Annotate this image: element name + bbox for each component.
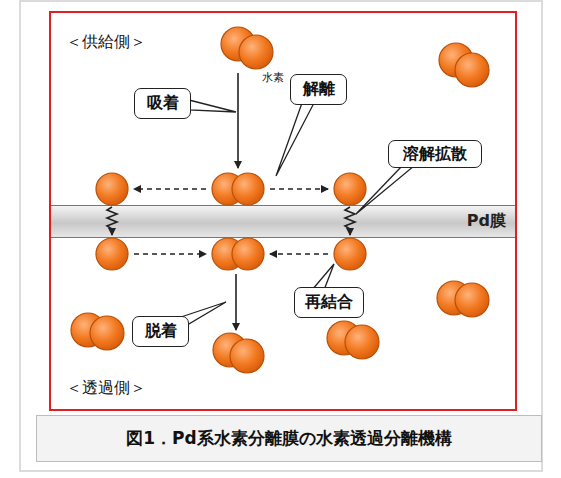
atom <box>232 173 264 205</box>
callout-box: 吸着 <box>134 88 191 119</box>
callout-box: 解離 <box>290 74 347 105</box>
atom <box>239 35 273 69</box>
atom <box>334 173 366 205</box>
callout-text: 解離 <box>303 79 335 100</box>
red-frame <box>50 12 516 410</box>
desorption-arrow <box>235 274 237 330</box>
atom <box>230 339 264 373</box>
caption-box: 図1．Pd系水素分離膜の水素透過分離機構 <box>36 415 542 462</box>
callout-pointer <box>189 100 236 112</box>
callout-box: 脱着 <box>132 316 189 347</box>
callout-text: 溶解拡散 <box>403 144 467 165</box>
callout-text: 吸着 <box>147 93 179 114</box>
dissociation-arrow <box>134 188 206 190</box>
membrane-label: Pd膜 <box>467 211 506 232</box>
atom <box>455 283 489 317</box>
callout-text: 再結合 <box>305 292 353 313</box>
atom <box>96 238 128 270</box>
membrane-band: Pd膜 <box>50 205 516 238</box>
molecule-label: 水素 <box>262 70 284 85</box>
side-label: ＜透過側＞ <box>66 378 146 399</box>
atom <box>232 238 264 270</box>
adsorption-arrow <box>237 73 239 168</box>
atom <box>345 325 379 359</box>
atom <box>334 238 366 270</box>
side-label: ＜供給側＞ <box>66 32 146 53</box>
callout-box: 溶解拡散 <box>388 140 482 168</box>
dissociation-arrow <box>270 188 328 190</box>
recombination-arrow <box>134 253 206 255</box>
callout-text: 脱着 <box>145 321 177 342</box>
callout-box: 再結合 <box>294 287 364 318</box>
figure-caption: 図1．Pd系水素分離膜の水素透過分離機構 <box>126 427 451 450</box>
atom <box>96 173 128 205</box>
atom <box>455 53 489 87</box>
callout-pointer <box>276 103 314 176</box>
hydrogen-atoms <box>71 27 489 373</box>
recombination-arrow <box>270 253 328 255</box>
outer-frame <box>20 1 542 471</box>
atom <box>90 316 124 350</box>
